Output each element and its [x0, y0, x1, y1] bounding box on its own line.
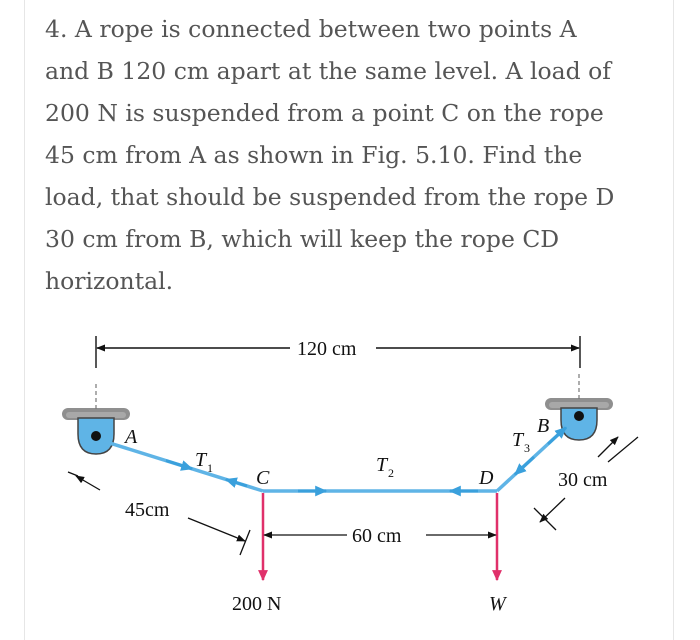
problem-line: 30 cm from B, which will keep the rope C… — [45, 225, 560, 253]
t3-subscript: 3 — [524, 441, 530, 455]
problem-line: load, that should be suspended from the … — [45, 183, 615, 211]
problem-text: 4. A rope is connected between two point… — [45, 8, 665, 302]
tension-arrows — [165, 426, 568, 497]
cd-length-label: 60 cm — [352, 525, 402, 547]
problem-line: 4. A rope is connected between two point… — [45, 15, 577, 43]
problem-line: and B 120 cm apart at the same level. A … — [45, 57, 611, 85]
point-b-label: B — [537, 415, 549, 437]
load-arrows — [258, 493, 502, 582]
point-a-label: A — [123, 426, 138, 448]
t2-subscript: 2 — [388, 466, 394, 480]
t2-label: T 2 — [376, 454, 394, 480]
t3-label: T 3 — [512, 429, 530, 455]
t1-subscript: 1 — [207, 461, 213, 475]
bd-dimension: 30 cm — [533, 436, 639, 531]
cd-dimension: 60 cm — [263, 525, 497, 547]
load-c-label: 200 N — [232, 593, 281, 615]
point-c-label: C — [256, 467, 270, 489]
bd-length-label: 30 cm — [558, 469, 608, 491]
t2-symbol: T — [376, 454, 389, 476]
ac-dimension: 45cm — [67, 471, 251, 556]
problem-line: 45 cm from A as shown in Fig. 5.10. Find… — [45, 141, 583, 169]
rope — [99, 418, 576, 493]
t3-symbol: T — [512, 429, 525, 451]
problem-line: 200 N is suspended from a point C on the… — [45, 99, 604, 127]
content-frame — [24, 0, 674, 640]
span-label: 120 cm — [297, 338, 357, 360]
support-a — [62, 384, 130, 455]
ac-length-label: 45cm — [125, 499, 170, 521]
problem-line: horizontal. — [45, 267, 174, 295]
t1-symbol: T — [195, 449, 208, 471]
point-d-label: D — [478, 467, 494, 489]
load-d-label: W — [489, 593, 508, 615]
span-dimension: 120 cm — [95, 336, 581, 368]
support-b — [545, 374, 613, 441]
t1-label: T 1 — [195, 449, 213, 475]
